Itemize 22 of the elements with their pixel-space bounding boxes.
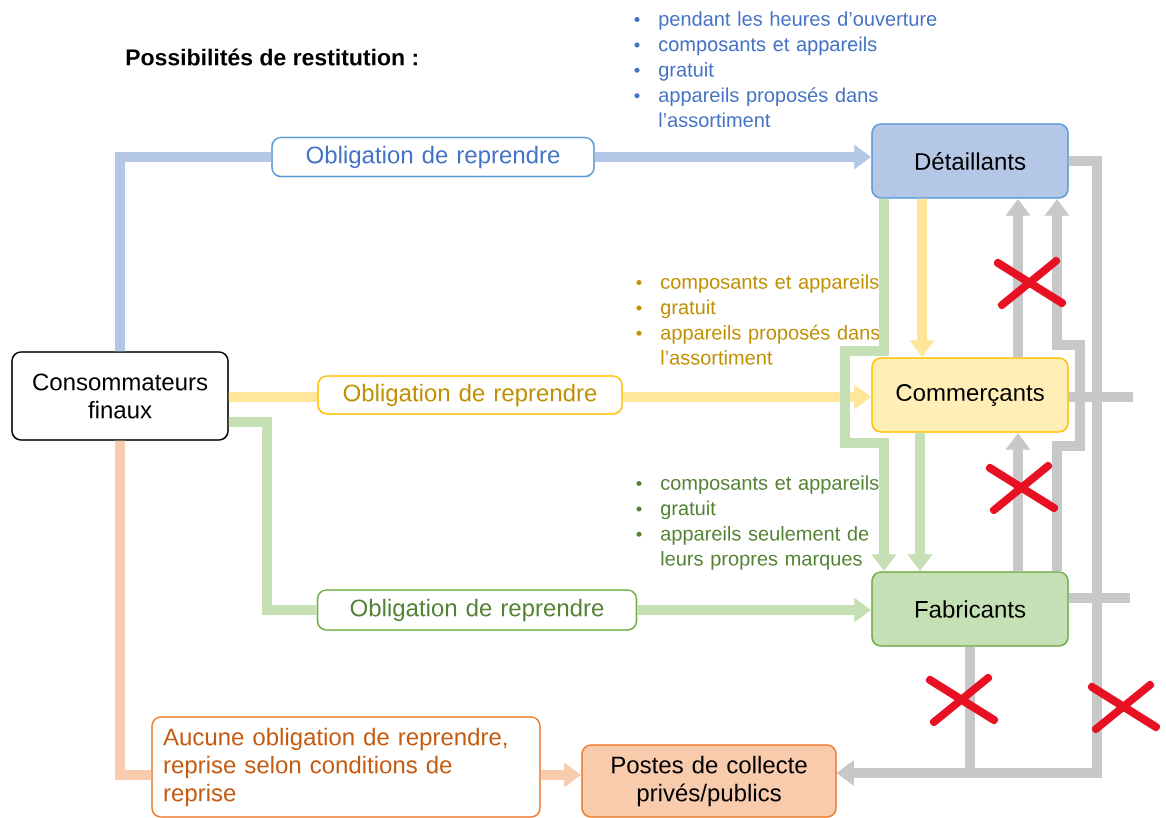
bullet-item: pendant les heures d’ouverture (634, 11, 937, 30)
connector-line (115, 152, 272, 352)
label-box: Obligation de reprendre (271, 136, 595, 178)
bullet-item: composants et appareils (636, 274, 879, 293)
bullet-item: composants et appareils (634, 36, 877, 56)
bullet-item: gratuit (636, 299, 716, 319)
label-box: Aucune obligation de reprendre, reprise selon conditions de reprise (151, 716, 541, 818)
bullet-item: composants et appareils (636, 475, 879, 494)
label-box: Obligation de reprendre (316, 589, 638, 631)
bullet-item: appareils seulement de leurs propres marques (636, 526, 869, 570)
title: Possibilités de restitution : (126, 48, 417, 66)
bullet-item: gratuit (636, 500, 716, 520)
role-box: Détaillants (871, 123, 1069, 199)
role-box: Commerçants (871, 357, 1069, 433)
bullet-item: gratuit (634, 62, 714, 81)
connector-line (228, 417, 317, 615)
collection-box: Postes de collecte privés/publics (581, 744, 837, 818)
role-box: Fabricants (871, 571, 1069, 647)
actor-box: Consommateurs finaux (11, 351, 229, 441)
connector-line (115, 440, 152, 780)
label-box: Obligation de reprendre (317, 375, 623, 415)
connector-line (228, 392, 318, 402)
